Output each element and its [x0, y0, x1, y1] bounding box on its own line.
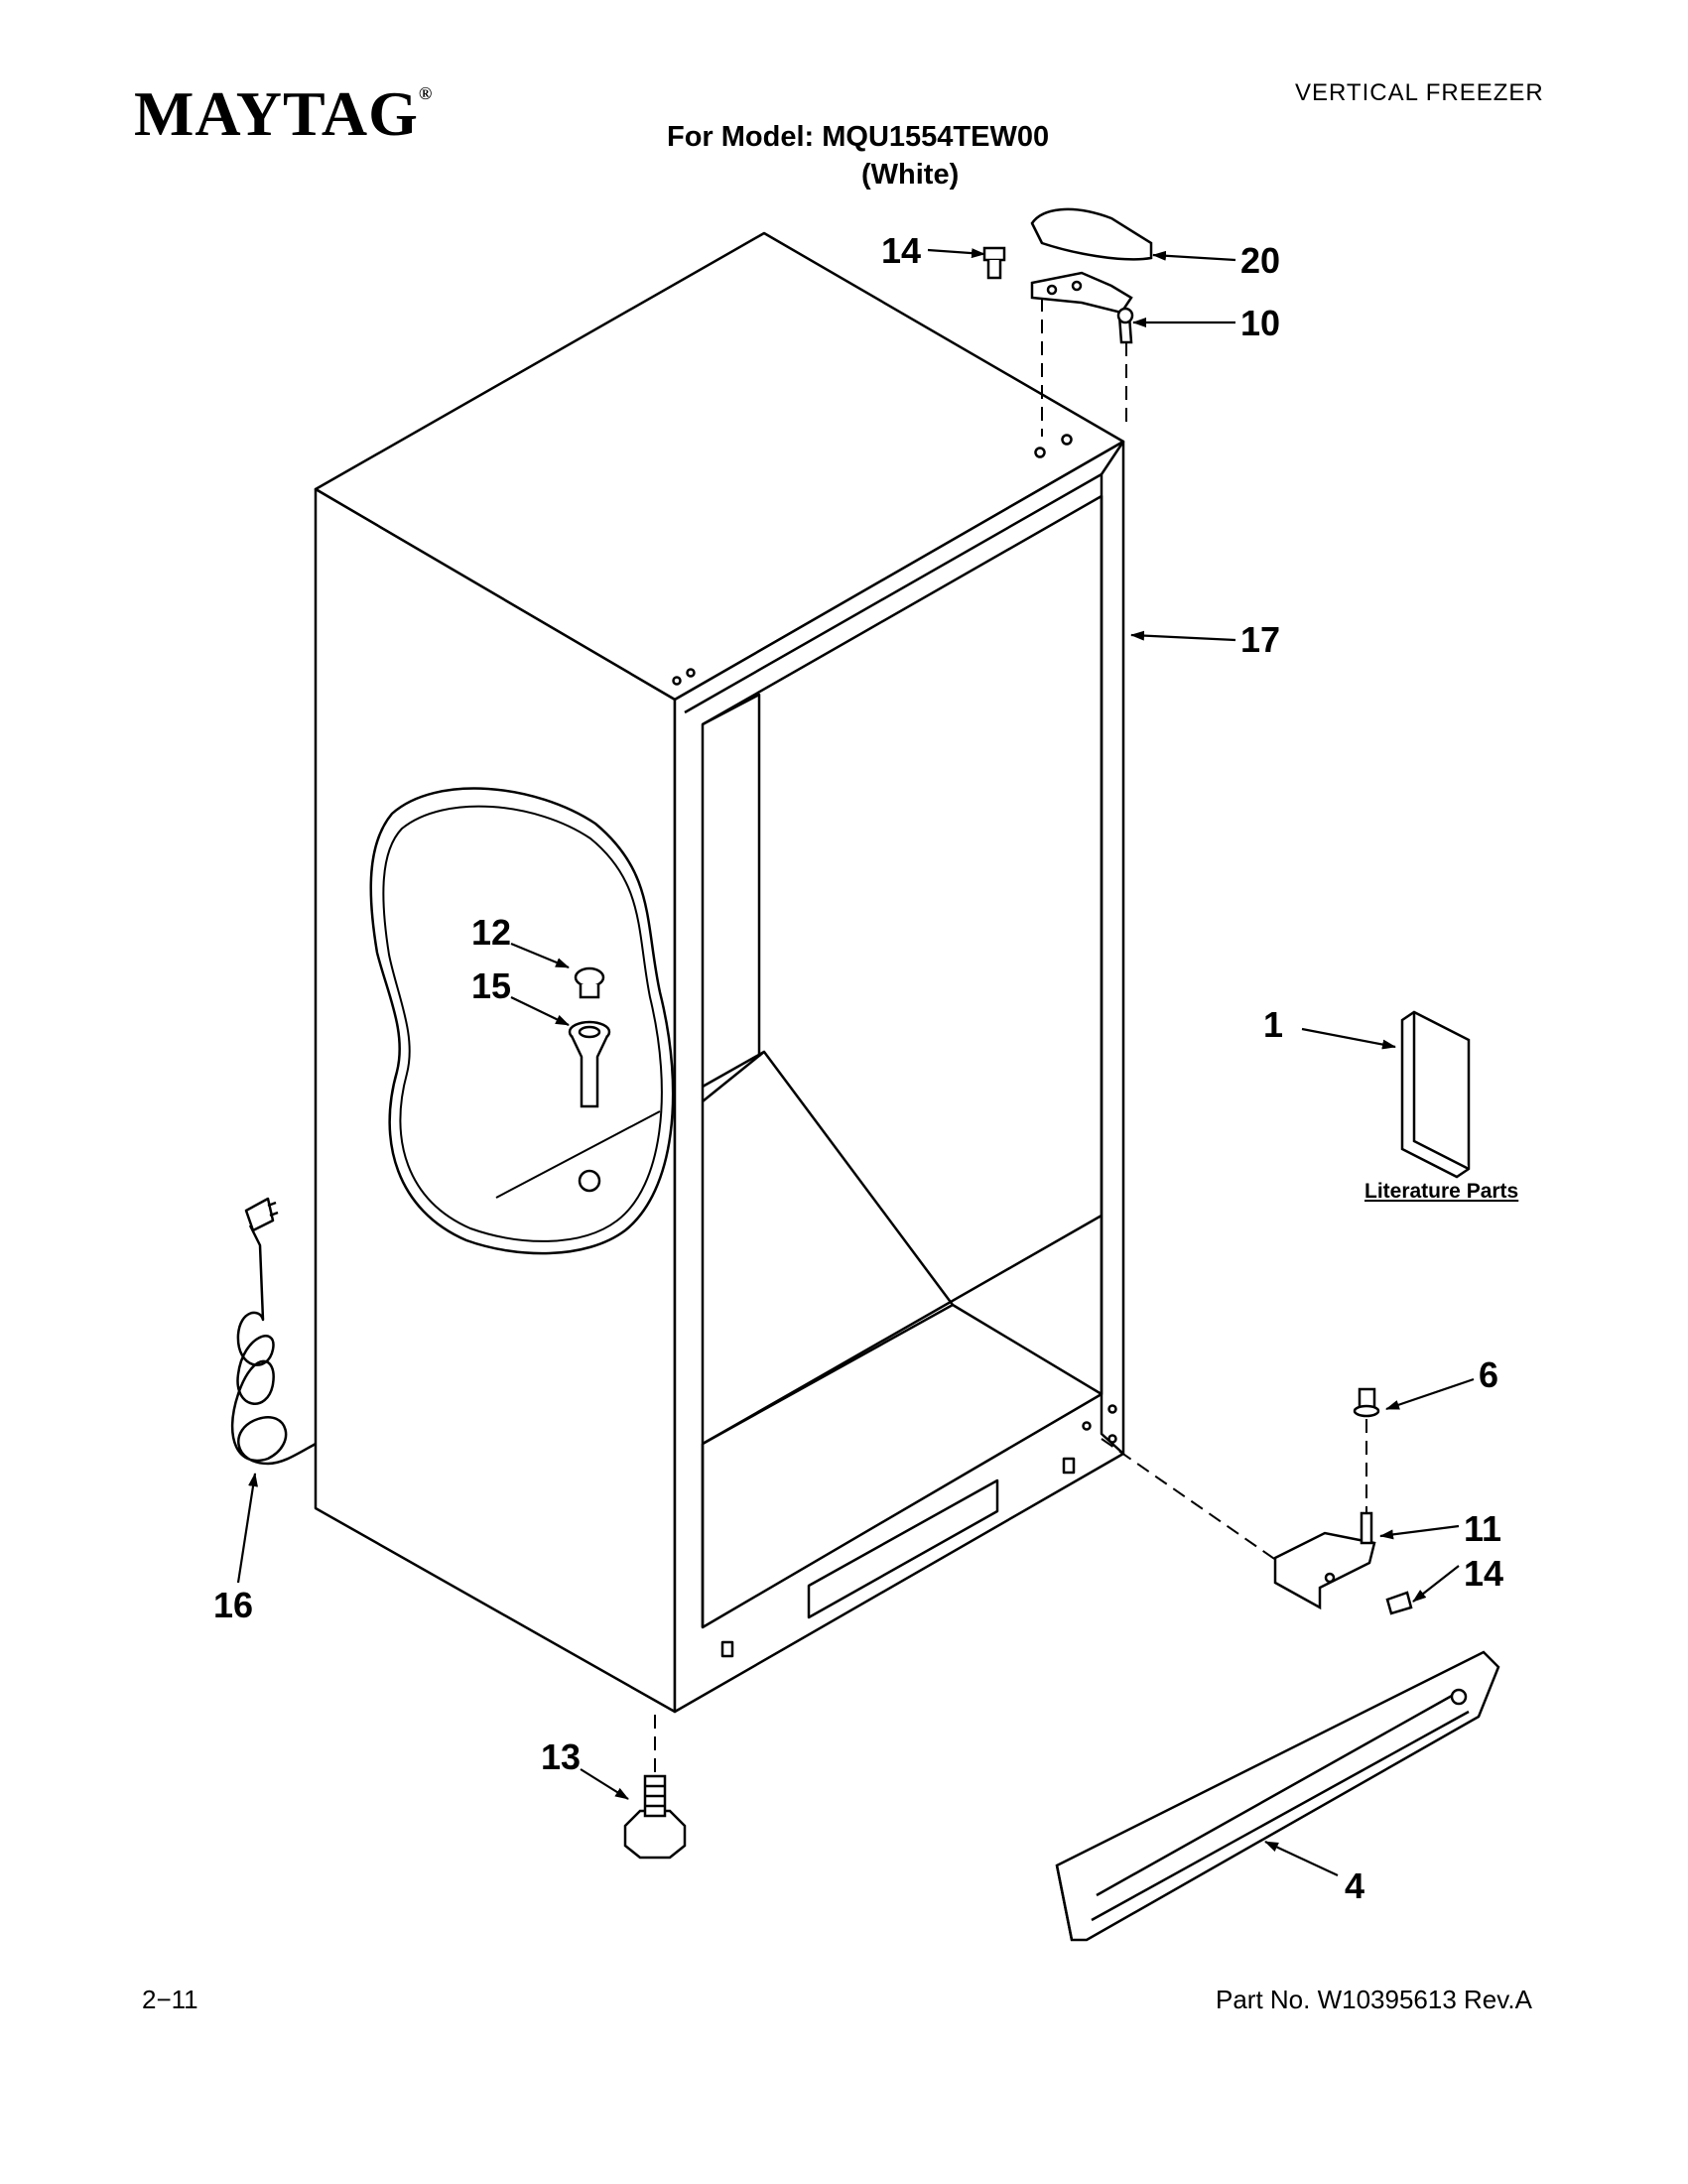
callout-1: 1	[1263, 1004, 1283, 1045]
callout-6: 6	[1479, 1354, 1498, 1395]
callout-13: 13	[541, 1736, 581, 1777]
literature-parts-label: Literature Parts	[1364, 1180, 1518, 1203]
callout-10: 10	[1240, 303, 1280, 343]
part-number: Part No. W10395613 Rev.A	[1216, 1985, 1532, 2014]
model-line: For Model: MQU1554TEW00	[667, 121, 1050, 153]
callout-14-bottom: 14	[1464, 1553, 1503, 1594]
callout-15: 15	[471, 965, 511, 1006]
leveling-leg-drawing	[623, 1774, 687, 1860]
brand-text: MAYTAG	[134, 78, 419, 149]
product-category: VERTICAL FREEZER	[1295, 79, 1544, 106]
literature-book-drawing	[1400, 1010, 1471, 1179]
callout-16: 16	[213, 1585, 253, 1625]
callout-20: 20	[1240, 240, 1280, 281]
leader-lines	[236, 248, 1475, 1876]
drain-parts-drawing	[568, 966, 611, 1108]
assembly-guide-lines	[654, 298, 1367, 1776]
callout-11: 11	[1464, 1508, 1501, 1549]
maytag-logo: MAYTAG®	[134, 77, 433, 151]
callout-labels: 14 20 10 17 12 15 1 6 11 14 16 13 4 Lite…	[213, 230, 1518, 1906]
callout-14-top: 14	[881, 230, 921, 271]
cabinet-drawing	[230, 231, 1125, 1714]
base-grille-drawing	[1055, 1650, 1500, 1942]
callout-4: 4	[1345, 1865, 1364, 1906]
registered-mark: ®	[418, 83, 434, 103]
bottom-hinge-assembly	[1273, 1387, 1413, 1615]
top-hinge-assembly	[982, 207, 1153, 344]
callout-12: 12	[471, 912, 511, 953]
page-number: 2−11	[142, 1985, 198, 2014]
callout-17: 17	[1240, 619, 1280, 660]
color-line: (White)	[861, 159, 960, 191]
